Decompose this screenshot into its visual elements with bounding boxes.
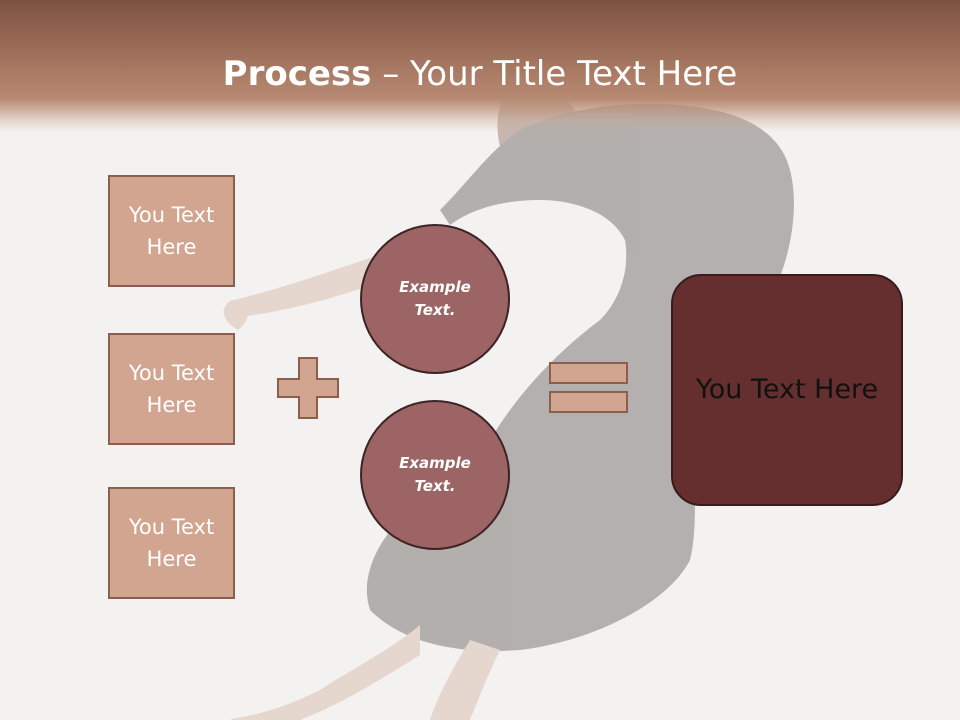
plus-icon <box>277 357 339 419</box>
circle-label: Example Text. <box>399 278 471 319</box>
result-label: You Text Here <box>695 374 879 405</box>
text-box-label: You Text Here <box>128 203 215 259</box>
text-box-1: You Text Here <box>108 175 235 287</box>
title-bold-part: Process <box>222 54 372 94</box>
text-box-2: You Text Here <box>108 333 235 445</box>
title-rest: Your Title Text Here <box>410 54 738 94</box>
page-title: Process – Your Title Text Here <box>0 52 960 96</box>
title-separator: – <box>371 54 411 94</box>
circle-label: Example Text. <box>399 454 471 495</box>
example-circle-1: Example Text. <box>360 224 510 374</box>
text-box-label: You Text Here <box>128 361 215 417</box>
text-box-label: You Text Here <box>128 515 215 571</box>
equals-icon <box>549 362 628 413</box>
text-box-3: You Text Here <box>108 487 235 599</box>
example-circle-2: Example Text. <box>360 400 510 550</box>
header-band <box>0 0 960 132</box>
result-box: You Text Here <box>671 274 903 506</box>
